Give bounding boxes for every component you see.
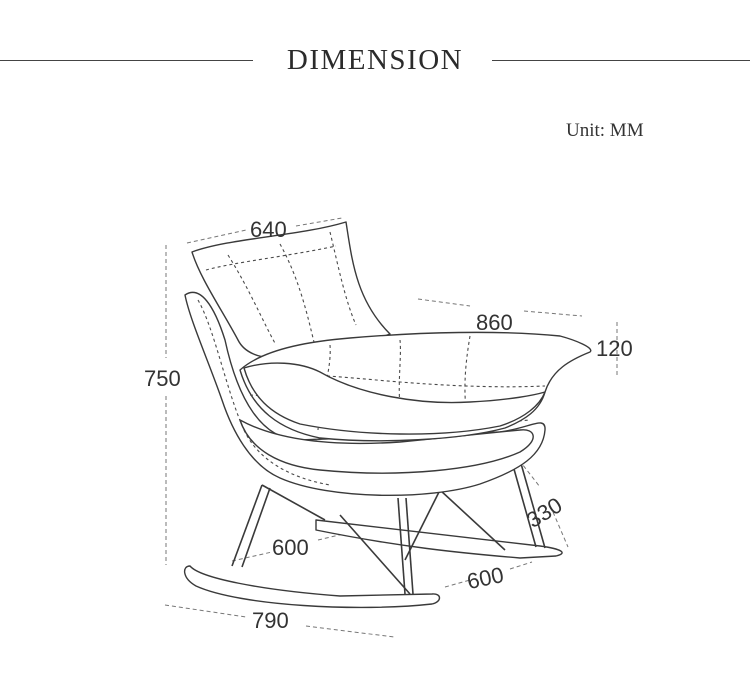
front-rocker-rail	[183, 565, 441, 609]
dim-label-rocker-length: 790	[252, 608, 289, 633]
header-rule-right	[492, 60, 750, 61]
page-title: DIMENSION	[286, 44, 464, 76]
dim-label-depth: 860	[476, 310, 513, 335]
dim-label-seat-width: 640	[250, 217, 287, 242]
seat-cushion	[239, 331, 592, 442]
back-rocker-rail	[315, 519, 563, 559]
dim-label-rocker-height: 330	[522, 492, 566, 533]
seat-cushion-front-roll	[243, 362, 546, 435]
unit-label: Unit: MM	[566, 120, 644, 141]
dim-label-height: 750	[144, 366, 181, 391]
rocking-base	[183, 459, 563, 609]
shell-inner	[239, 419, 534, 474]
header-rule-left	[0, 60, 253, 61]
dim-label-base-width: 600	[272, 535, 309, 560]
dim-label-base-depth: 600	[465, 562, 506, 594]
dim-label-cushion-thickness: 120	[596, 336, 633, 361]
